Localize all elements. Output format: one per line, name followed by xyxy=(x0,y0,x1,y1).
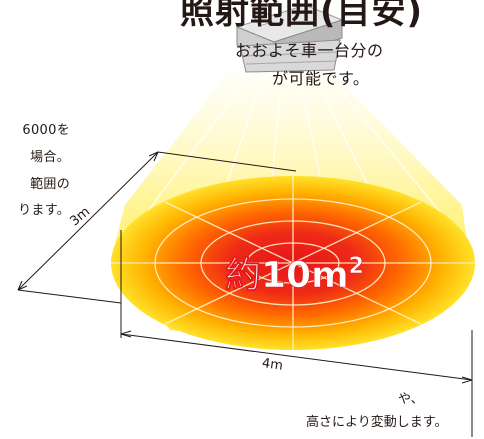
led-floodlight-icon xyxy=(235,4,344,73)
depth-label: 3m xyxy=(67,204,93,229)
area-label-superscript: 2 xyxy=(349,254,364,279)
intro-line-2: が可能です。 xyxy=(272,69,370,88)
illuminated-area xyxy=(111,176,475,350)
note-line-4: ります。 xyxy=(18,203,70,218)
area-label: 約10m2 xyxy=(225,254,364,296)
note-line-1: 6000を xyxy=(22,123,70,138)
footer-line-1: や、 xyxy=(398,392,424,407)
footer-line-2: 高さにより変動します。 xyxy=(306,415,448,430)
area-label-value: 約10m xyxy=(225,255,349,296)
note-line-2: 場合。 xyxy=(30,150,70,165)
page-heading: 照射範囲(目安) xyxy=(180,0,424,32)
note-line-3: 範囲の xyxy=(30,177,70,192)
intro-line-1: おおよそ車一台分の xyxy=(235,41,384,60)
width-label: 4m xyxy=(261,356,284,374)
dimension-lines xyxy=(17,151,473,437)
